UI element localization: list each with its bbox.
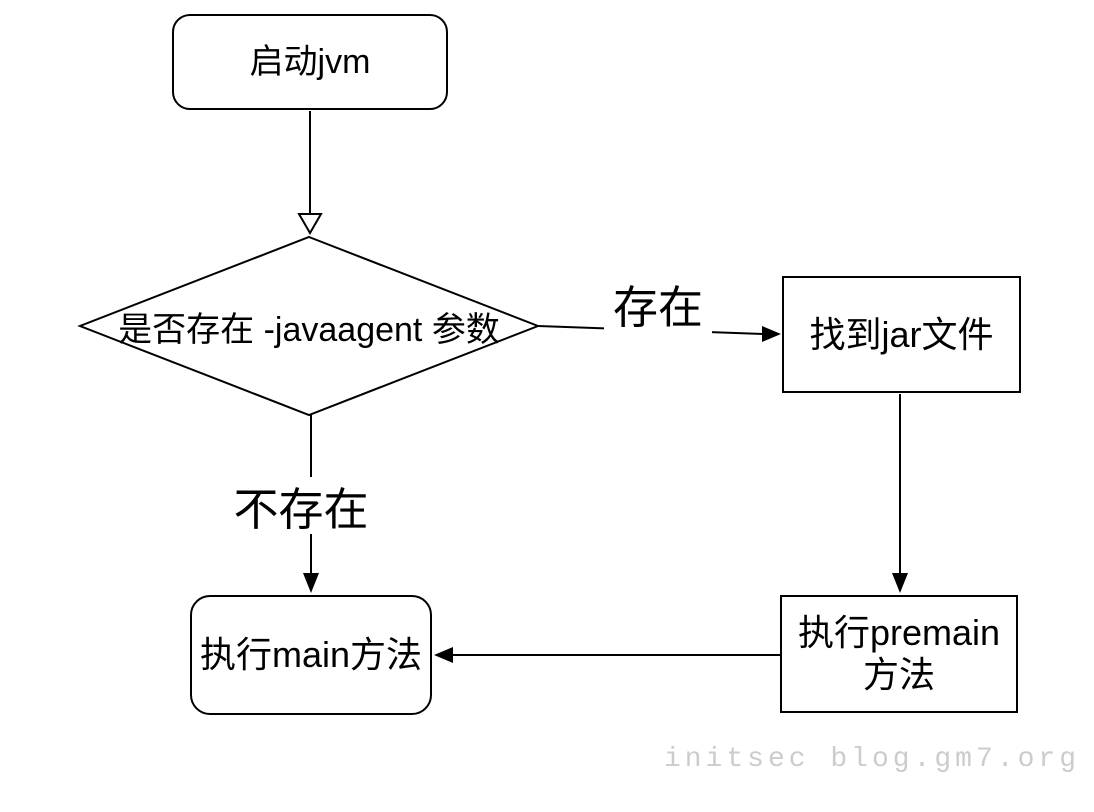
main-node: 执行main方法	[190, 595, 432, 715]
decision-diamond-shape	[77, 235, 541, 417]
premain-node: 执行premain 方法	[780, 595, 1018, 713]
start-node-label: 启动jvm	[249, 42, 371, 81]
edge-label-exists: 存在	[604, 272, 712, 334]
start-node: 启动jvm	[172, 14, 448, 110]
main-node-label: 执行main方法	[199, 634, 423, 676]
premain-node-label-line2: 方法	[862, 654, 935, 695]
watermark: initsec blog.gm7.org	[663, 744, 1080, 775]
edge-label-not-exists: 不存在	[228, 477, 374, 535]
solid-arrowhead-left-icon	[434, 647, 453, 663]
hollow-arrowhead-down-icon	[297, 213, 323, 235]
solid-arrowhead-down-icon	[303, 573, 319, 593]
find-jar-node-label: 找到jar文件	[809, 313, 994, 355]
decision-node-label: 是否存在 -javaagent 参数	[118, 310, 500, 349]
solid-arrowhead-down-icon	[892, 573, 908, 593]
solid-arrowhead-right-icon	[762, 326, 781, 342]
premain-node-label-line1: 执行premain	[797, 611, 1001, 653]
find-jar-node: 找到jar文件	[782, 276, 1021, 393]
